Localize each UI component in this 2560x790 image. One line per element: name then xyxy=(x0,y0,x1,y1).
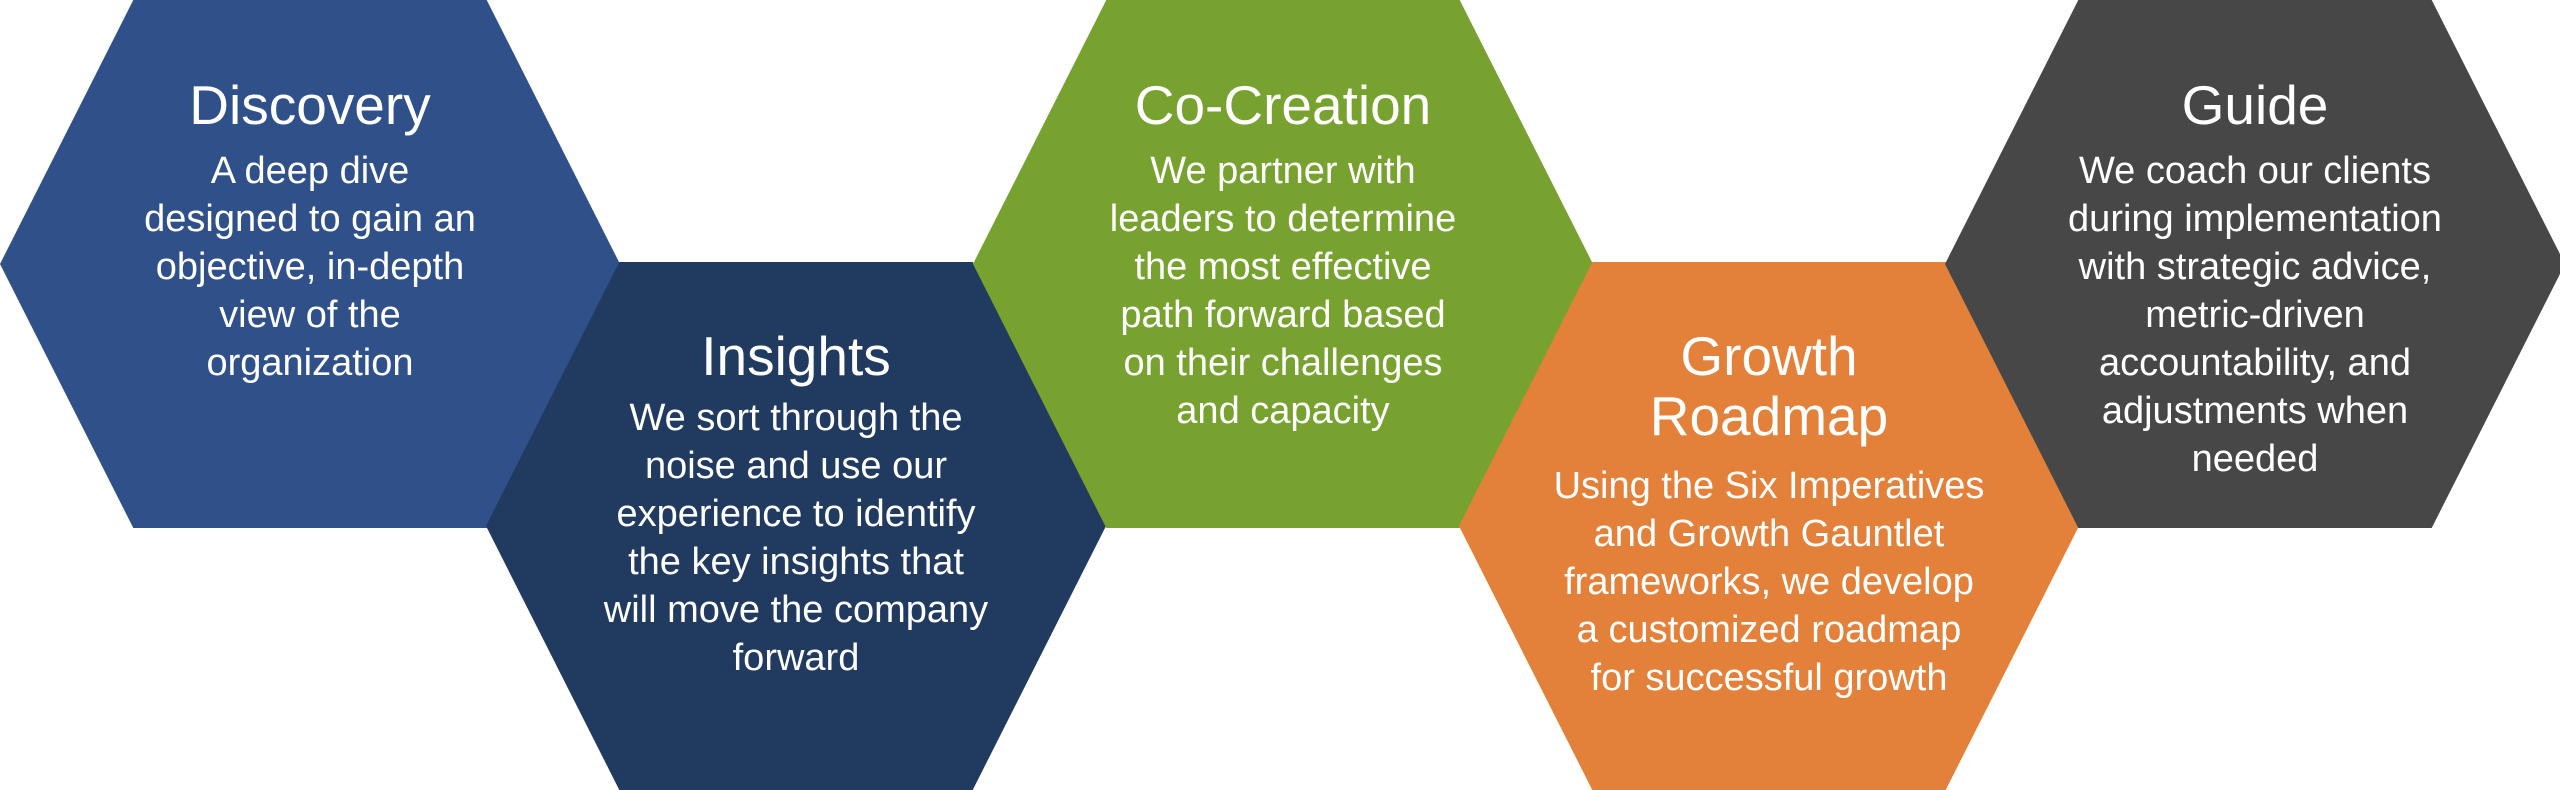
growth-roadmap-description: Using the Six Imperatives and Growth Gau… xyxy=(1553,465,1985,699)
growth-roadmap-hexagon: Growth Roadmap Using the Six Imperatives… xyxy=(1459,262,2079,790)
discovery-description: A deep dive designed to gain an objectiv… xyxy=(144,150,476,384)
discovery-title: Discovery xyxy=(189,74,431,136)
guide-description: We coach our clients during implementati… xyxy=(2068,150,2442,480)
insights-description: We sort through the noise and use our ex… xyxy=(603,397,989,679)
growth-roadmap-title: Growth Roadmap xyxy=(1649,325,1889,447)
co-creation-title: Co-Creation xyxy=(1134,74,1432,136)
guide-title: Guide xyxy=(2181,74,2329,136)
discovery-hexagon: Discovery A deep dive designed to gain a… xyxy=(0,0,620,528)
guide-hexagon: Guide We coach our clients during implem… xyxy=(1945,0,2560,528)
insights-title: Insights xyxy=(701,325,891,387)
co-creation-hexagon: Co-Creation We partner with leaders to d… xyxy=(973,0,1593,528)
insights-hexagon: Insights We sort through the noise and u… xyxy=(486,262,1106,790)
co-creation-description: We partner with leaders to determine the… xyxy=(1109,150,1457,432)
